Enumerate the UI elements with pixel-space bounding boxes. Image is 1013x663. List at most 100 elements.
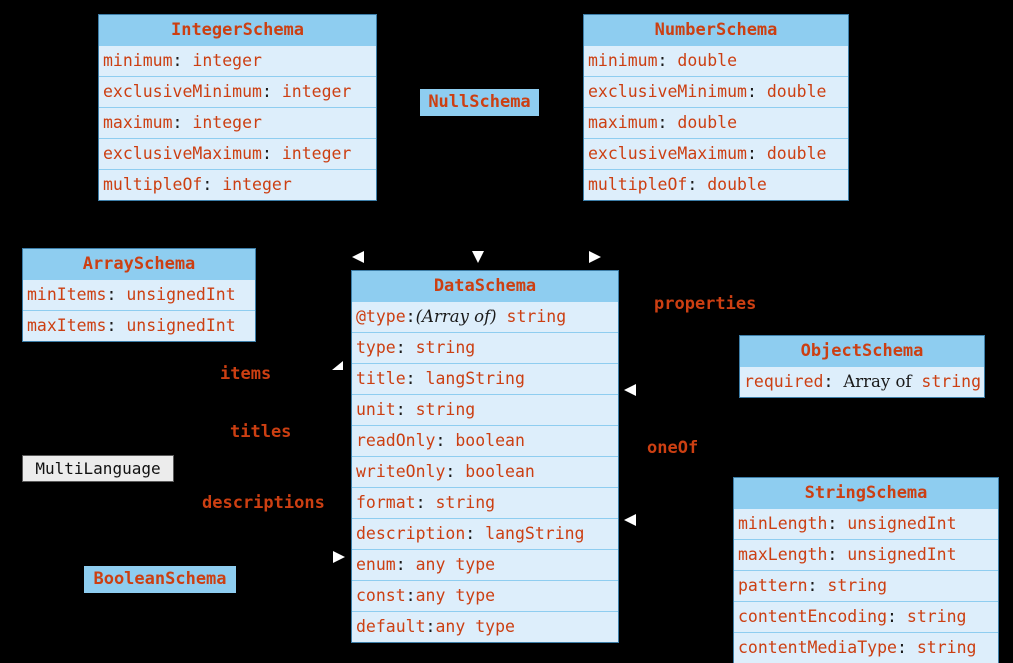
class-title-boolean-schema: BooleanSchema xyxy=(93,569,227,589)
class-title-null-schema: NullSchema xyxy=(428,92,531,112)
attribute-type: unsignedInt xyxy=(847,514,957,533)
class-attribute-row: writeOnly: boolean xyxy=(352,456,618,487)
edge-label-one-of: oneOf xyxy=(647,438,699,458)
attribute-separator: : xyxy=(887,607,907,626)
attribute-separator: : xyxy=(823,372,844,391)
class-title-object-schema: ObjectSchema xyxy=(740,336,984,366)
attribute-name: minLength xyxy=(738,514,828,533)
attribute-type: string xyxy=(496,307,567,326)
attribute-type: boolean xyxy=(455,431,525,450)
class-attribute-row: enum: any type xyxy=(352,549,618,580)
class-title-array-schema: ArraySchema xyxy=(23,249,255,279)
attribute-separator: : xyxy=(261,144,282,163)
class-attribute-row: @type:(Array of) string xyxy=(352,301,618,332)
class-attribute-row: maximum: double xyxy=(584,107,848,138)
class-attribute-row: exclusiveMaximum: integer xyxy=(99,138,376,169)
attribute-name: minimum xyxy=(103,51,173,70)
edge-label-items: items xyxy=(220,364,272,384)
edge-label-titles: titles xyxy=(230,422,292,442)
class-box-number-schema[interactable]: NumberSchema minimum: double exclusiveMi… xyxy=(583,14,849,201)
class-title-integer-schema: IntegerSchema xyxy=(99,15,376,45)
attribute-type: unsignedInt xyxy=(126,285,236,304)
class-title-multi-language: MultiLanguage xyxy=(35,459,161,478)
attribute-name: writeOnly xyxy=(356,462,446,481)
attribute-name: minimum xyxy=(588,51,658,70)
attribute-type: double xyxy=(677,51,738,70)
class-attribute-row: maxLength: unsignedInt xyxy=(734,539,998,570)
attribute-separator: : xyxy=(746,144,767,163)
attribute-type: unsignedInt xyxy=(126,316,236,335)
attribute-name: required xyxy=(744,372,824,391)
attribute-separator: : xyxy=(465,524,486,543)
attribute-separator: : xyxy=(746,82,767,101)
attribute-annotation: (Array of) xyxy=(415,307,497,326)
class-attribute-row: format: string xyxy=(352,487,618,518)
attribute-separator: : xyxy=(896,638,917,657)
attribute-type: integer xyxy=(281,144,352,163)
class-box-object-schema[interactable]: ObjectSchema required: Array of string xyxy=(739,335,985,398)
attribute-name: multipleOf xyxy=(103,175,203,194)
class-title-number-schema: NumberSchema xyxy=(584,15,848,45)
attribute-name: enum xyxy=(356,555,396,574)
attribute-separator: : xyxy=(657,51,678,70)
attribute-type: string xyxy=(415,400,476,419)
attribute-separator: : xyxy=(395,338,416,357)
class-attribute-row: required: Array of string xyxy=(740,366,984,397)
attribute-type: string xyxy=(435,493,496,512)
attribute-separator: : xyxy=(395,555,416,574)
class-box-array-schema[interactable]: ArraySchema minItems: unsignedInt maxIte… xyxy=(22,248,256,342)
attribute-name: multipleOf xyxy=(588,175,688,194)
class-box-data-schema[interactable]: DataSchema @type:(Array of) string type:… xyxy=(351,270,619,643)
attribute-type: double xyxy=(677,113,738,132)
attribute-type: unsignedInt xyxy=(847,545,957,564)
attribute-type: integer xyxy=(192,51,262,70)
attribute-name: pattern xyxy=(738,576,808,595)
attribute-name: maximum xyxy=(103,113,173,132)
attribute-separator: : xyxy=(827,514,848,533)
attribute-name: const xyxy=(356,586,406,605)
class-box-string-schema[interactable]: StringSchema minLength: unsignedInt maxL… xyxy=(733,477,999,663)
attribute-separator: : xyxy=(807,576,828,595)
class-box-integer-schema[interactable]: IntegerSchema minimum: integer exclusive… xyxy=(98,14,377,201)
attribute-name: exclusiveMinimum xyxy=(588,82,747,101)
attribute-type: string xyxy=(911,372,982,391)
edge-label-descriptions: descriptions xyxy=(202,493,325,513)
attribute-separator: : xyxy=(425,617,436,636)
class-attribute-row: contentMediaType: string xyxy=(734,632,998,663)
class-box-null-schema[interactable]: NullSchema xyxy=(420,89,539,116)
class-attribute-row: minLength: unsignedInt xyxy=(734,508,998,539)
arrowhead-left-top-dataschema xyxy=(352,251,364,263)
attribute-separator: : xyxy=(106,316,127,335)
class-attribute-row: exclusiveMinimum: integer xyxy=(99,76,376,107)
class-attribute-row: description: langString xyxy=(352,518,618,549)
attribute-separator: : xyxy=(657,113,678,132)
attribute-type: string xyxy=(415,338,476,357)
attribute-type: integer xyxy=(281,82,352,101)
attribute-type: integer xyxy=(192,113,262,132)
attribute-type: boolean xyxy=(465,462,535,481)
attribute-separator: : xyxy=(202,175,223,194)
class-attribute-row: maxItems: unsignedInt xyxy=(23,310,255,341)
attribute-type: double xyxy=(707,175,767,194)
attribute-separator: : xyxy=(415,493,436,512)
attribute-separator: : xyxy=(445,462,466,481)
class-attribute-row: multipleOf: integer xyxy=(99,169,376,200)
attribute-separator: : xyxy=(172,51,193,70)
attribute-name: type xyxy=(356,338,396,357)
attribute-name: unit xyxy=(356,400,396,419)
class-attribute-row: pattern: string xyxy=(734,570,998,601)
arrowhead-right-top-dataschema xyxy=(589,251,601,263)
attribute-type: integer xyxy=(222,175,292,194)
class-box-multi-language[interactable]: MultiLanguage xyxy=(22,455,174,482)
class-box-boolean-schema[interactable]: BooleanSchema xyxy=(84,566,236,593)
class-attribute-row: default:any type xyxy=(352,611,618,642)
attribute-type: langString xyxy=(485,524,585,543)
attribute-separator: : xyxy=(405,369,426,388)
attribute-name: readOnly xyxy=(356,431,436,450)
class-attribute-row: minimum: double xyxy=(584,45,848,76)
edge-label-properties: properties xyxy=(654,294,757,314)
attribute-name: format xyxy=(356,493,416,512)
class-attribute-row: title: langString xyxy=(352,363,618,394)
attribute-separator: : xyxy=(405,307,416,326)
